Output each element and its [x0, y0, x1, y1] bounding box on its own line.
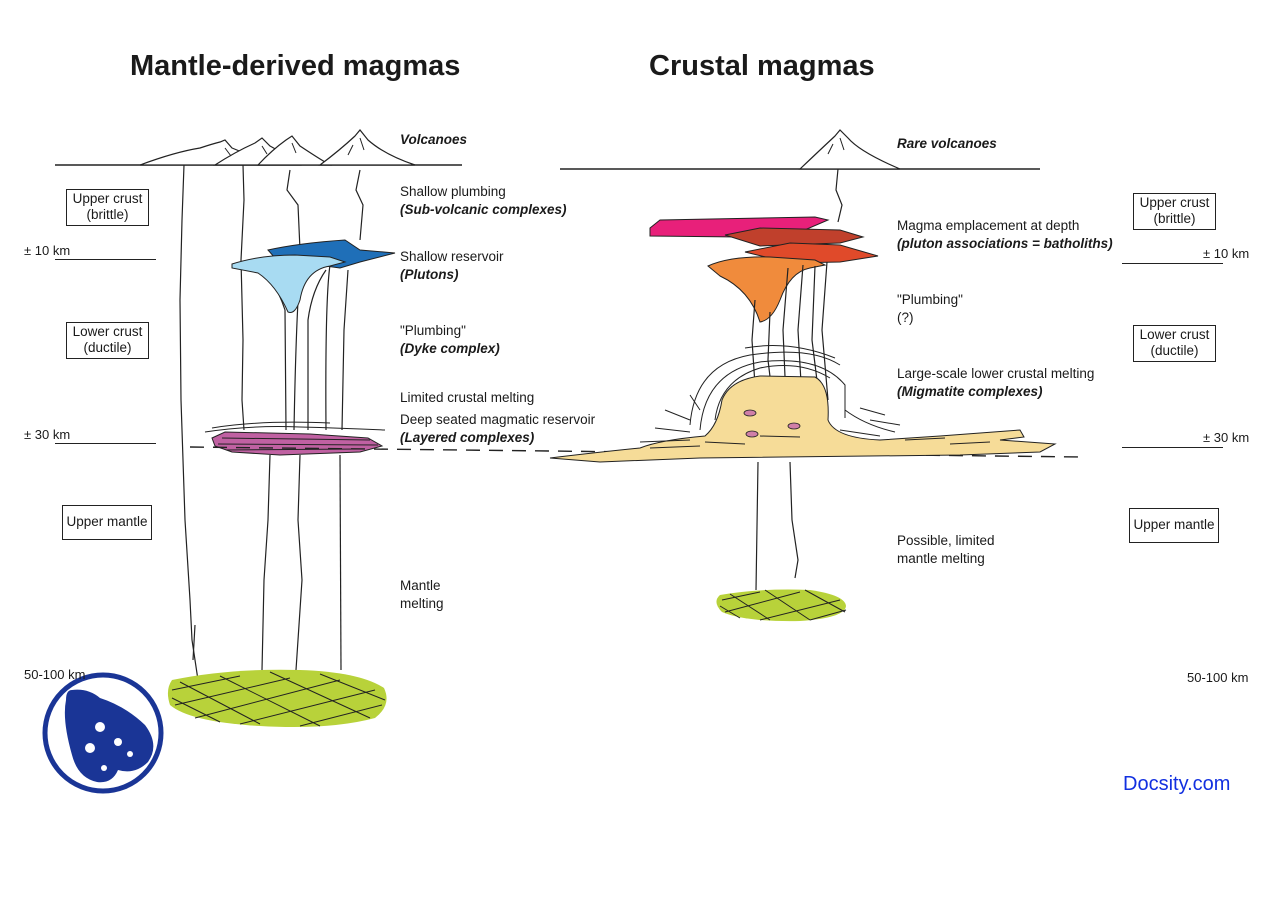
shallow-plumbing-text: Shallow plumbing [400, 184, 506, 199]
ductile-label: (ductile) [1150, 343, 1199, 358]
upper-crust-label: Upper crust [1139, 195, 1210, 210]
dyke-complex-text: (Dyke complex) [400, 341, 500, 356]
volcanoes-text: Volcanoes [400, 132, 468, 147]
upper-crust-label: Upper crust [72, 191, 143, 206]
title-crustal: Crustal magmas [649, 50, 875, 82]
depth-100km-right: 50-100 km [1187, 670, 1249, 685]
label-plumbing-right: "Plumbing" (?) [897, 291, 963, 327]
limited-melting-text: Limited crustal melting [400, 390, 535, 405]
lower-crust-label: Lower crust [1139, 327, 1210, 342]
layered-complex [211, 431, 384, 456]
pluton-associations-text: (pluton associations = batholiths) [897, 236, 1113, 251]
plumbing-question-text: (?) [897, 310, 914, 325]
docsity-link[interactable]: Docsity.com [1123, 773, 1231, 795]
plutons-text: (Plutons) [400, 267, 459, 282]
melt-pockets [743, 409, 801, 438]
rare-volcanoes-text: Rare volcanoes [897, 136, 997, 151]
depth-100km-left: 50-100 km [24, 667, 86, 682]
label-lower-crustal-melting: Large-scale lower crustal melting (Migma… [897, 365, 1094, 401]
depth-10km-right: ± 10 km [1203, 246, 1250, 261]
melt-mesh-left [171, 671, 386, 727]
depth-30km-left: ± 30 km [24, 427, 71, 442]
label-deep-reservoir: Limited crustal melting Deep seated magm… [400, 389, 595, 447]
label-plumbing-left: "Plumbing" (Dyke complex) [400, 322, 500, 358]
upper-mantle-box-right: Upper mantle [1129, 508, 1219, 543]
deep-reservoir-text: Deep seated magmatic reservoir [400, 412, 596, 427]
label-possible-mantle-melting: Possible, limited mantle melting [897, 532, 995, 568]
label-volcanoes: Volcanoes [400, 131, 467, 149]
layered-complexes-text: (Layered complexes) [400, 430, 535, 445]
emplacement-text: Magma emplacement at depth [897, 218, 1080, 233]
shallow-reservoir-text: Shallow reservoir [400, 249, 504, 264]
mantle-melt-right [716, 589, 846, 622]
label-shallow-reservoir: Shallow reservoir (Plutons) [400, 248, 504, 284]
plumbing-text: "Plumbing" [400, 323, 466, 338]
depth-rule-10km-left [55, 259, 156, 260]
upper-crust-box-left: Upper crust (brittle) [66, 189, 149, 226]
depth-10km-left: ± 10 km [24, 243, 71, 258]
depth-rule-30km-right [1122, 447, 1223, 448]
melting-text: melting [400, 596, 444, 611]
pluton-light-blue [231, 254, 347, 313]
volcano-right [798, 129, 901, 170]
mantle-text: Mantle [400, 578, 441, 593]
melt-mesh-right [719, 589, 847, 621]
migmatite-text: (Migmatite complexes) [897, 384, 1043, 399]
docsity-logo-icon [42, 672, 164, 794]
possible-text: Possible, limited [897, 533, 995, 548]
ductile-label: (ductile) [83, 340, 132, 355]
depth-rule-30km-left [55, 443, 156, 444]
label-shallow-plumbing: Shallow plumbing (Sub-volcanic complexes… [400, 183, 567, 219]
upper-crust-box-right: Upper crust (brittle) [1133, 193, 1216, 230]
lower-crust-label: Lower crust [72, 324, 143, 339]
lower-crust-box-right: Lower crust (ductile) [1133, 325, 1216, 362]
upper-mantle-box-left: Upper mantle [62, 505, 152, 540]
volcano-left [318, 129, 416, 166]
pluton-orange [707, 256, 827, 323]
plumbing-text: "Plumbing" [897, 292, 963, 307]
label-emplacement: Magma emplacement at depth (pluton assoc… [897, 217, 1113, 253]
mantle-melting-text: mantle melting [897, 551, 985, 566]
depth-rule-10km-right [1122, 263, 1223, 264]
brittle-label: (brittle) [86, 207, 129, 222]
label-rare-volcanoes: Rare volcanoes [897, 135, 997, 153]
lower-melting-text: Large-scale lower crustal melting [897, 366, 1095, 381]
mantle-melt-left [167, 669, 387, 727]
label-mantle-melting: Mantle melting [400, 577, 444, 613]
title-mantle-derived: Mantle-derived magmas [130, 50, 461, 82]
lower-crust-box-left: Lower crust (ductile) [66, 322, 149, 359]
pluton-brown [724, 227, 865, 247]
brittle-label: (brittle) [1153, 211, 1196, 226]
subvolcanic-text: (Sub-volcanic complexes) [400, 202, 567, 217]
depth-30km-right: ± 30 km [1203, 430, 1250, 445]
